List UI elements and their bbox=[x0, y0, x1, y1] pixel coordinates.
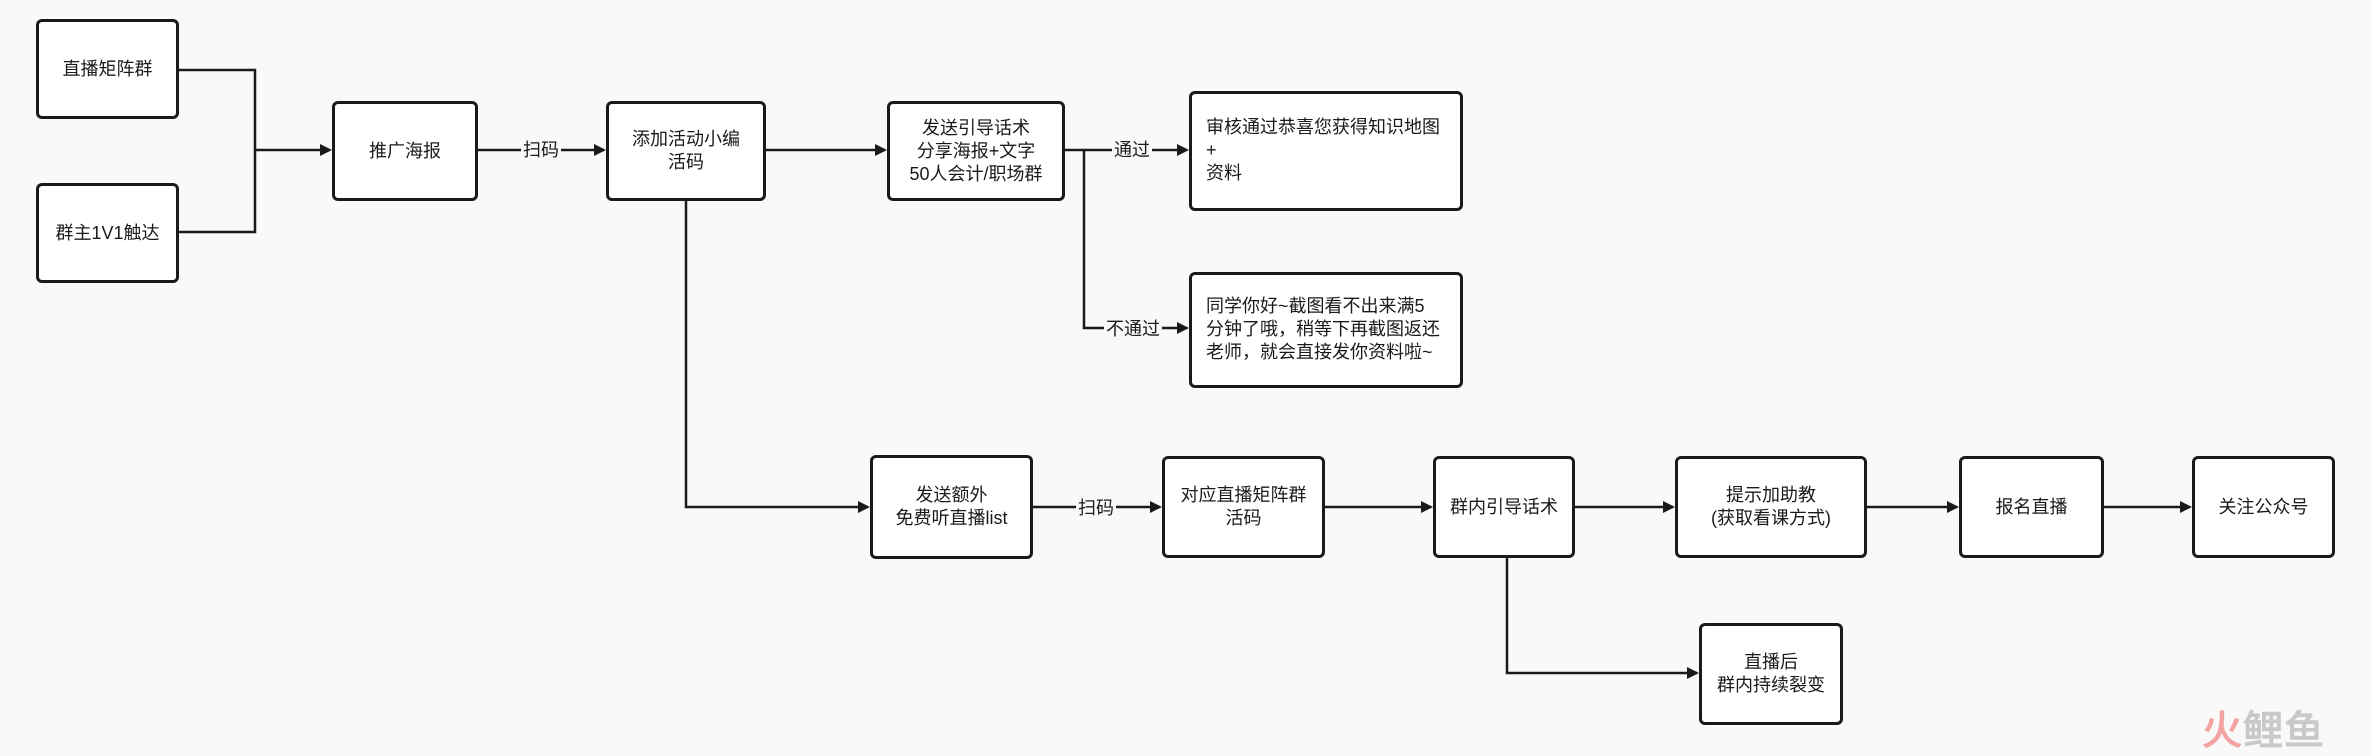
watermark-part-fire: 火 bbox=[2202, 709, 2243, 753]
edge-label-pass: 通过 bbox=[1112, 139, 1152, 161]
watermark-part-carp: 鲤鱼 bbox=[2243, 709, 2325, 753]
edge-1v1-to-merge bbox=[178, 150, 257, 234]
node-live-matrix-group[interactable]: 直播矩阵群 bbox=[36, 19, 179, 119]
node-promo-poster[interactable]: 推广海报 bbox=[332, 101, 478, 201]
node-live-matrix-code[interactable]: 对应直播矩阵群 活码 bbox=[1162, 456, 1325, 558]
node-send-guide-script[interactable]: 发送引导话术 分享海报+文字 50人会计/职场群 bbox=[887, 101, 1065, 201]
edge-guide-to-not-approved bbox=[1082, 150, 1189, 334]
edge-label-scan-1: 扫码 bbox=[521, 139, 561, 161]
node-follow-official-account[interactable]: 关注公众号 bbox=[2192, 456, 2335, 558]
node-owner-1v1-reach[interactable]: 群主1V1触达 bbox=[36, 183, 179, 283]
edge-group-guide-to-after-live bbox=[1505, 557, 1699, 679]
node-group-guide-script[interactable]: 群内引导话术 bbox=[1433, 456, 1575, 558]
node-free-live-list[interactable]: 发送额外 免费听直播list bbox=[870, 455, 1033, 559]
edge-matrix-to-merge bbox=[178, 68, 257, 150]
edge-label-fail: 不通过 bbox=[1104, 318, 1162, 340]
watermark-logo: 火鲤鱼 bbox=[2202, 698, 2325, 756]
node-review-approved[interactable]: 审核通过恭喜您获得知识地图 + 资料 bbox=[1189, 91, 1463, 211]
node-add-event-editor[interactable]: 添加活动小编 活码 bbox=[606, 101, 766, 201]
node-add-teaching-assistant[interactable]: 提示加助教 (获取看课方式) bbox=[1675, 456, 1867, 558]
node-review-not-approved[interactable]: 同学你好~截图看不出来满5 分钟了哦，稍等下再截图返还 老师，就会直接发你资料啦… bbox=[1189, 272, 1463, 388]
node-after-live-fission[interactable]: 直播后 群内持续裂变 bbox=[1699, 623, 1843, 725]
edge-editor-to-free-list bbox=[684, 200, 870, 513]
edge-label-scan-2: 扫码 bbox=[1076, 497, 1116, 519]
node-register-live[interactable]: 报名直播 bbox=[1959, 456, 2104, 558]
